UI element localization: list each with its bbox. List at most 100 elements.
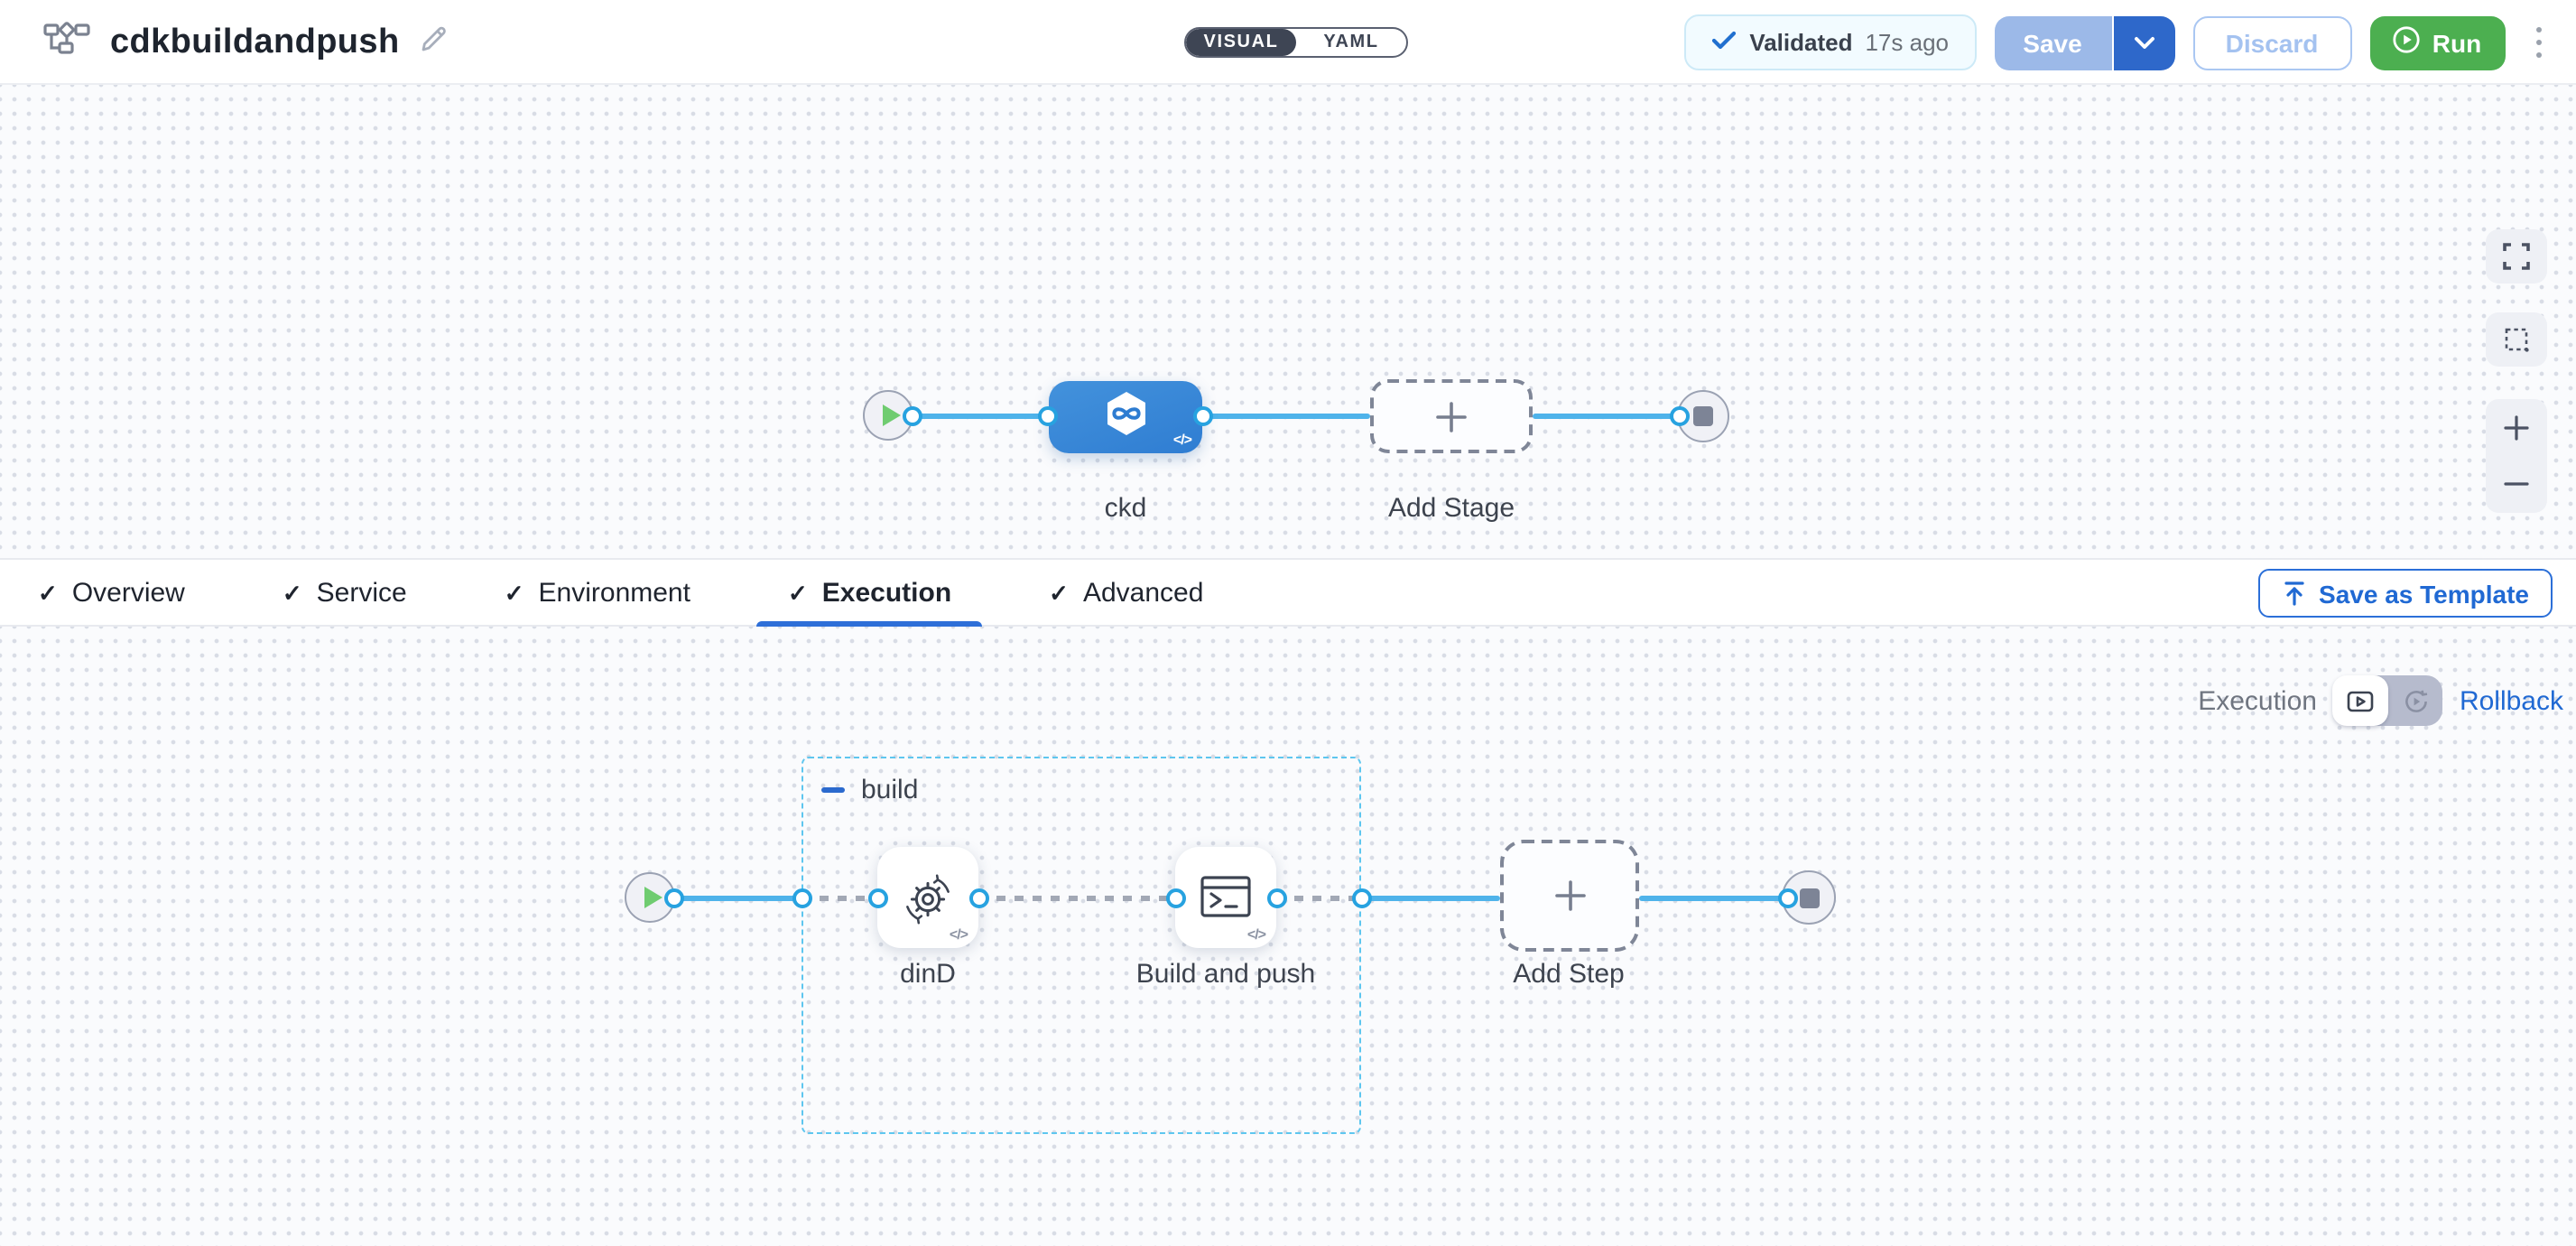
visual-yaml-toggle: VISUAL YAML [1184,27,1408,58]
connector-dashed-line [978,895,1175,900]
validated-status: Validated [1749,29,1853,56]
check-icon [505,577,524,608]
stage-tab-bar: Overview Service Environment Execution A… [0,558,2576,627]
fullscreen-button[interactable] [2486,229,2547,284]
view-toggle [2332,675,2443,726]
top-bar: cdkbuildandpush VISUAL YAML Validated [0,0,2576,85]
execution-view-button[interactable] [2332,675,2388,726]
stop-icon [1799,888,1819,907]
fullscreen-icon [2503,243,2530,270]
add-step-button[interactable] [1500,840,1639,952]
play-icon [882,404,900,426]
check-icon [788,577,808,608]
check-icon [283,577,302,608]
play-icon [644,887,662,908]
tab-overview[interactable]: Overview [7,560,216,625]
chevron-down-icon [2133,26,2154,59]
connector-dashed-line [802,895,877,900]
add-stage-button[interactable] [1370,379,1533,453]
zoom-controls [2486,399,2547,513]
tab-environment[interactable]: Environment [474,560,721,625]
connector-line [912,413,1049,418]
step-label: Build and push [1135,959,1316,990]
run-button[interactable]: Run [2369,15,2505,70]
connector-dashed-line [1276,895,1361,900]
connector-line [1202,413,1370,418]
execution-rollback-switch: Execution Rollback [2198,675,2563,726]
toggle-visual[interactable]: VISUAL [1186,29,1296,56]
check-icon [38,577,58,608]
check-icon [1711,26,1737,59]
connector-line [1361,895,1500,900]
save-options-button[interactable] [2113,15,2174,70]
pipeline-title: cdkbuildandpush [110,23,400,60]
connector-line [1639,895,1787,900]
minus-collapse-icon[interactable] [821,787,845,793]
link-point [1266,888,1286,907]
pencil-icon[interactable] [420,23,450,62]
execution-canvas: Execution Rollback [0,627,2576,1246]
code-badge: </> [1246,926,1266,943]
zoom-in-button[interactable] [2486,399,2547,456]
rollback-view-button[interactable] [2388,675,2443,726]
tab-advanced[interactable]: Advanced [1018,560,1234,625]
validated-badge[interactable]: Validated 17s ago [1684,14,1976,70]
add-step-label: Add Step [1513,959,1625,990]
marquee-select-button[interactable] [2486,312,2547,367]
zoom-in-icon [2504,414,2529,441]
tab-execution[interactable]: Execution [756,560,982,627]
link-point [1193,405,1213,425]
check-icon [1049,577,1069,608]
link-point [903,405,922,425]
link-point [868,888,888,907]
link-point [1165,888,1185,907]
code-badge: </> [1172,432,1192,448]
link-point [1351,888,1371,907]
rollback-link[interactable]: Rollback [2459,685,2563,716]
zoom-out-icon [2504,482,2529,487]
stage-canvas: </> ckd Add Stage [0,85,2576,558]
step-node-dind[interactable]: </> [877,847,978,948]
save-split-button: Save [1994,15,2174,70]
marquee-select-icon [2504,327,2528,351]
stage-node-ckd[interactable]: </> [1049,381,1202,453]
rollback-icon [2405,689,2427,711]
top-bar-actions: Validated 17s ago Save Discard [1684,14,2551,70]
validated-time: 17s ago [1865,29,1949,56]
stop-icon [1693,405,1713,425]
kebab-menu-icon[interactable] [2526,26,2551,59]
save-button[interactable]: Save [1994,15,2113,70]
step-label: dinD [900,959,956,990]
link-point [792,888,812,907]
step-node-build-and-push[interactable]: </> [1175,847,1276,948]
zoom-out-button[interactable] [2486,456,2547,513]
save-as-template-button[interactable]: Save as Template [2257,569,2553,618]
link-point [968,888,988,907]
link-point [1670,405,1690,425]
connector-line [673,895,802,900]
stage-tabs: Overview Service Environment Execution A… [0,560,2576,627]
link-point [663,888,683,907]
plus-icon [1436,401,1467,432]
discard-button[interactable]: Discard [2192,15,2351,70]
upload-icon [2284,581,2303,606]
gear-sync-icon [906,874,950,925]
pipeline-end-node [1677,389,1729,442]
pipeline-identity: cdkbuildandpush [43,0,450,85]
tab-service[interactable]: Service [252,560,438,625]
step-group-name: build [861,775,919,805]
plus-icon [1554,880,1585,911]
add-stage-label: Add Stage [1387,493,1515,524]
link-point [1038,405,1058,425]
step-group-header: build [821,775,918,805]
execution-mode-label: Execution [2198,685,2317,716]
step-group-build: build [802,757,1361,1134]
cicd-stage-icon [1104,389,1147,445]
execution-view-icon [2348,690,2374,711]
run-label: Run [2432,28,2482,57]
connector-line [1533,413,1681,418]
code-badge: </> [949,926,968,943]
play-circle-icon [2393,25,2422,60]
toggle-yaml[interactable]: YAML [1323,33,1379,52]
